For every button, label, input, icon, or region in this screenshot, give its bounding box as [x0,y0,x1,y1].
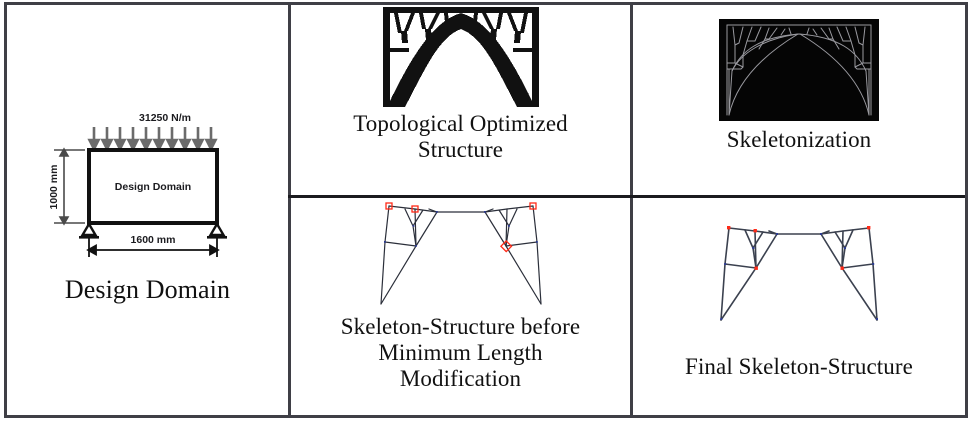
height-label: 1000 mm [48,165,60,210]
final-skeleton-image [709,220,889,330]
cell-final-skeleton: Final Skeleton-Structure [633,198,965,415]
load-arrow [138,127,153,152]
support-right [206,221,227,239]
cell-skeleton-before-modification: Skeleton-Structure before Minimum Length… [291,198,630,415]
panel-table: 31250 N/m [4,2,968,418]
load-arrow [177,127,192,152]
node-marker [410,205,419,213]
load-arrow [164,127,179,152]
width-dimension [85,237,220,257]
skeleton-before-modification-image [370,200,551,310]
topopt-material [382,7,539,107]
design-domain-rect [86,148,219,225]
node-marker [727,226,731,230]
caption-design-domain: Design Domain [64,275,231,304]
load-arrow [190,127,205,152]
height-dimension [53,147,85,226]
topology-optimized-image [380,7,541,107]
horizontal-divider [288,195,965,198]
load-arrow [151,127,166,152]
node-marker [840,266,844,270]
node-marker [754,266,758,270]
design-domain-svg: 31250 N/m [48,112,227,257]
load-arrow [125,127,140,152]
truss-joint-dots [720,233,878,320]
load-arrow-group [86,127,218,152]
modification-node-markers [384,202,537,253]
skeleton-medial-axis [726,24,872,116]
node-marker [753,229,757,233]
final-node-markers [727,226,871,270]
cell-topological-optimized: Topological Optimized Structure [291,5,630,195]
caption-skeleton-before-modification: Skeleton-Structure before Minimum Length… [340,314,581,391]
skeleton-background [719,19,879,121]
caption-final-skeleton: Final Skeleton-Structure [685,354,913,379]
load-arrow [99,127,114,152]
vertical-divider-2 [630,5,633,415]
node-marker [384,202,393,210]
node-marker [528,202,537,210]
cell-design-domain: 31250 N/m [7,5,288,415]
load-label: 31250 N/m [139,112,191,124]
vertical-divider-1 [288,5,291,415]
cell-skeletonization: Skeletonization [633,5,965,195]
skeletonization-image [719,19,879,121]
load-arrow [86,127,101,152]
node-marker [499,240,512,253]
node-marker [867,226,871,230]
design-domain-inner-label: Design Domain [114,181,190,193]
caption-topological-optimized: Topological Optimized Structure [353,111,568,162]
width-label: 1600 mm [130,234,175,246]
load-arrow [112,127,127,152]
caption-skeletonization: Skeletonization [726,127,872,152]
load-arrow [203,127,218,152]
truss-joint-dots [383,211,538,247]
design-domain-diagram: 31250 N/m [32,109,264,269]
support-left [78,221,99,239]
